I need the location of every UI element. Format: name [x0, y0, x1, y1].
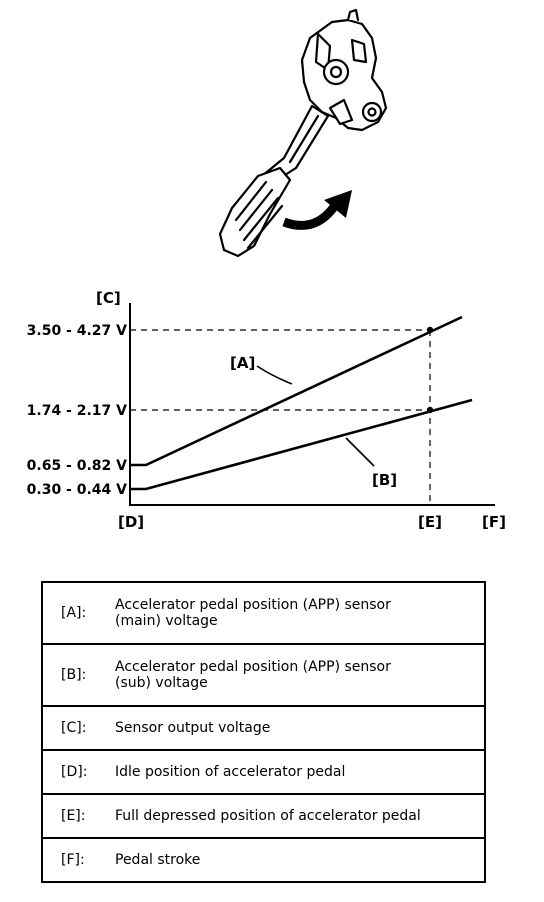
legend-key: [A]:	[61, 605, 87, 621]
legend-description-line: (sub) voltage	[115, 675, 208, 691]
series-b-leader	[345, 437, 375, 467]
legend-row-e: [E]: Full depressed position of accelera…	[42, 793, 485, 838]
pedal-motion-arrow-icon	[282, 190, 352, 230]
legend-description-line: (main) voltage	[115, 613, 218, 629]
x-tick-idle: [D]	[118, 513, 144, 531]
app-sensor-diagram: [C] 3.50 - 4.27 V 1.74 - 2.17 V 0.65 - 0…	[27, 8, 506, 531]
legend-row-a: [A]: Accelerator pedal position (APP) se…	[42, 582, 485, 644]
accelerator-pedal-illustration	[218, 8, 388, 258]
legend-description-line: Accelerator pedal position (APP) sensor	[115, 597, 391, 613]
y-tick-a-start: 0.65 - 0.82 V	[27, 458, 128, 474]
series-a-line	[130, 315, 463, 467]
legend-row-f: [F]: Pedal stroke	[42, 837, 485, 882]
x-tick-full: [E]	[418, 513, 442, 531]
legend-description: Accelerator pedal position (APP) sensor …	[114, 643, 485, 706]
series-a-leader	[256, 365, 293, 385]
y-axis-label: [C]	[96, 289, 121, 307]
legend-description: Accelerator pedal position (APP) sensor …	[114, 582, 485, 644]
legend-description: Sensor output voltage	[114, 705, 485, 750]
legend-key: [C]:	[42, 705, 114, 750]
x-axis-label: [F]	[482, 513, 506, 531]
legend-row-c: [C]: Sensor output voltage	[42, 705, 485, 750]
series-b-label: [B]	[372, 471, 397, 489]
legend-table: [A]: Accelerator pedal position (APP) se…	[41, 581, 486, 883]
legend-row-b: [B]: Accelerator pedal position (APP) se…	[42, 643, 485, 706]
legend-key: [B]:	[42, 643, 114, 706]
series-b-end-point	[426, 406, 434, 414]
series-b-line	[130, 398, 473, 491]
legend-description-line: Accelerator pedal position (APP) sensor	[115, 659, 391, 675]
legend-row-d: [D]: Idle position of accelerator pedal	[42, 749, 485, 794]
legend-description: Full depressed position of accelerator p…	[114, 793, 485, 838]
legend-key: [E]:	[42, 793, 114, 838]
y-tick-b-end: 1.74 - 2.17 V	[27, 403, 128, 419]
y-tick-a-end: 3.50 - 4.27 V	[27, 323, 128, 339]
series-a-label: [A]	[230, 354, 255, 372]
y-tick-b-start: 0.30 - 0.44 V	[27, 482, 128, 498]
legend-key: [F]:	[42, 837, 114, 882]
legend-description: Idle position of accelerator pedal	[114, 749, 485, 794]
series-a-end-point	[426, 326, 434, 334]
legend-key: [D]:	[42, 749, 114, 794]
legend-description: Pedal stroke	[114, 837, 485, 882]
